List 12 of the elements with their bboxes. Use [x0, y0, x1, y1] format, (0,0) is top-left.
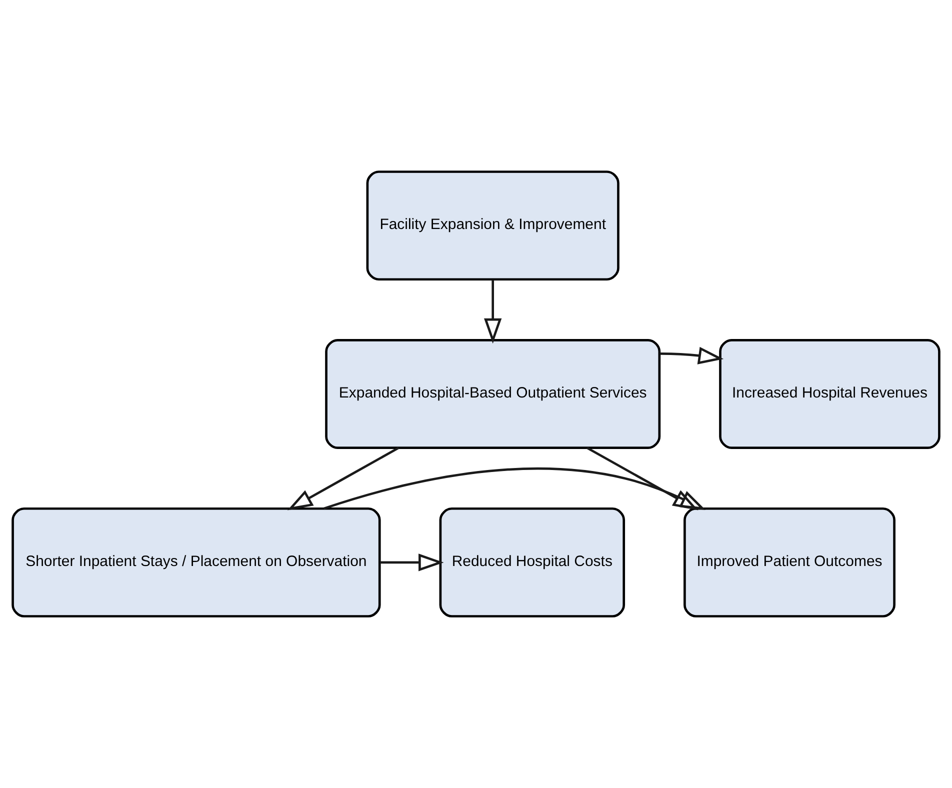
node-box: Increased Hospital Revenues: [719, 339, 940, 449]
node-box: Improved Patient Outcomes: [684, 507, 896, 618]
node-box: Reduced Hospital Costs: [439, 507, 626, 618]
node-box: Facility Expansion & Improvement: [366, 170, 620, 281]
node-box: Shorter Inpatient Stays / Placement on Observation: [12, 507, 381, 618]
arrow: [586, 446, 698, 510]
node-box: Expanded Hospital-Based Outpatient Services: [325, 339, 661, 449]
arrow: [287, 446, 400, 510]
arrow: [660, 346, 724, 364]
arrow: [484, 280, 502, 344]
arrow: [380, 554, 444, 572]
arrow: [323, 468, 706, 510]
